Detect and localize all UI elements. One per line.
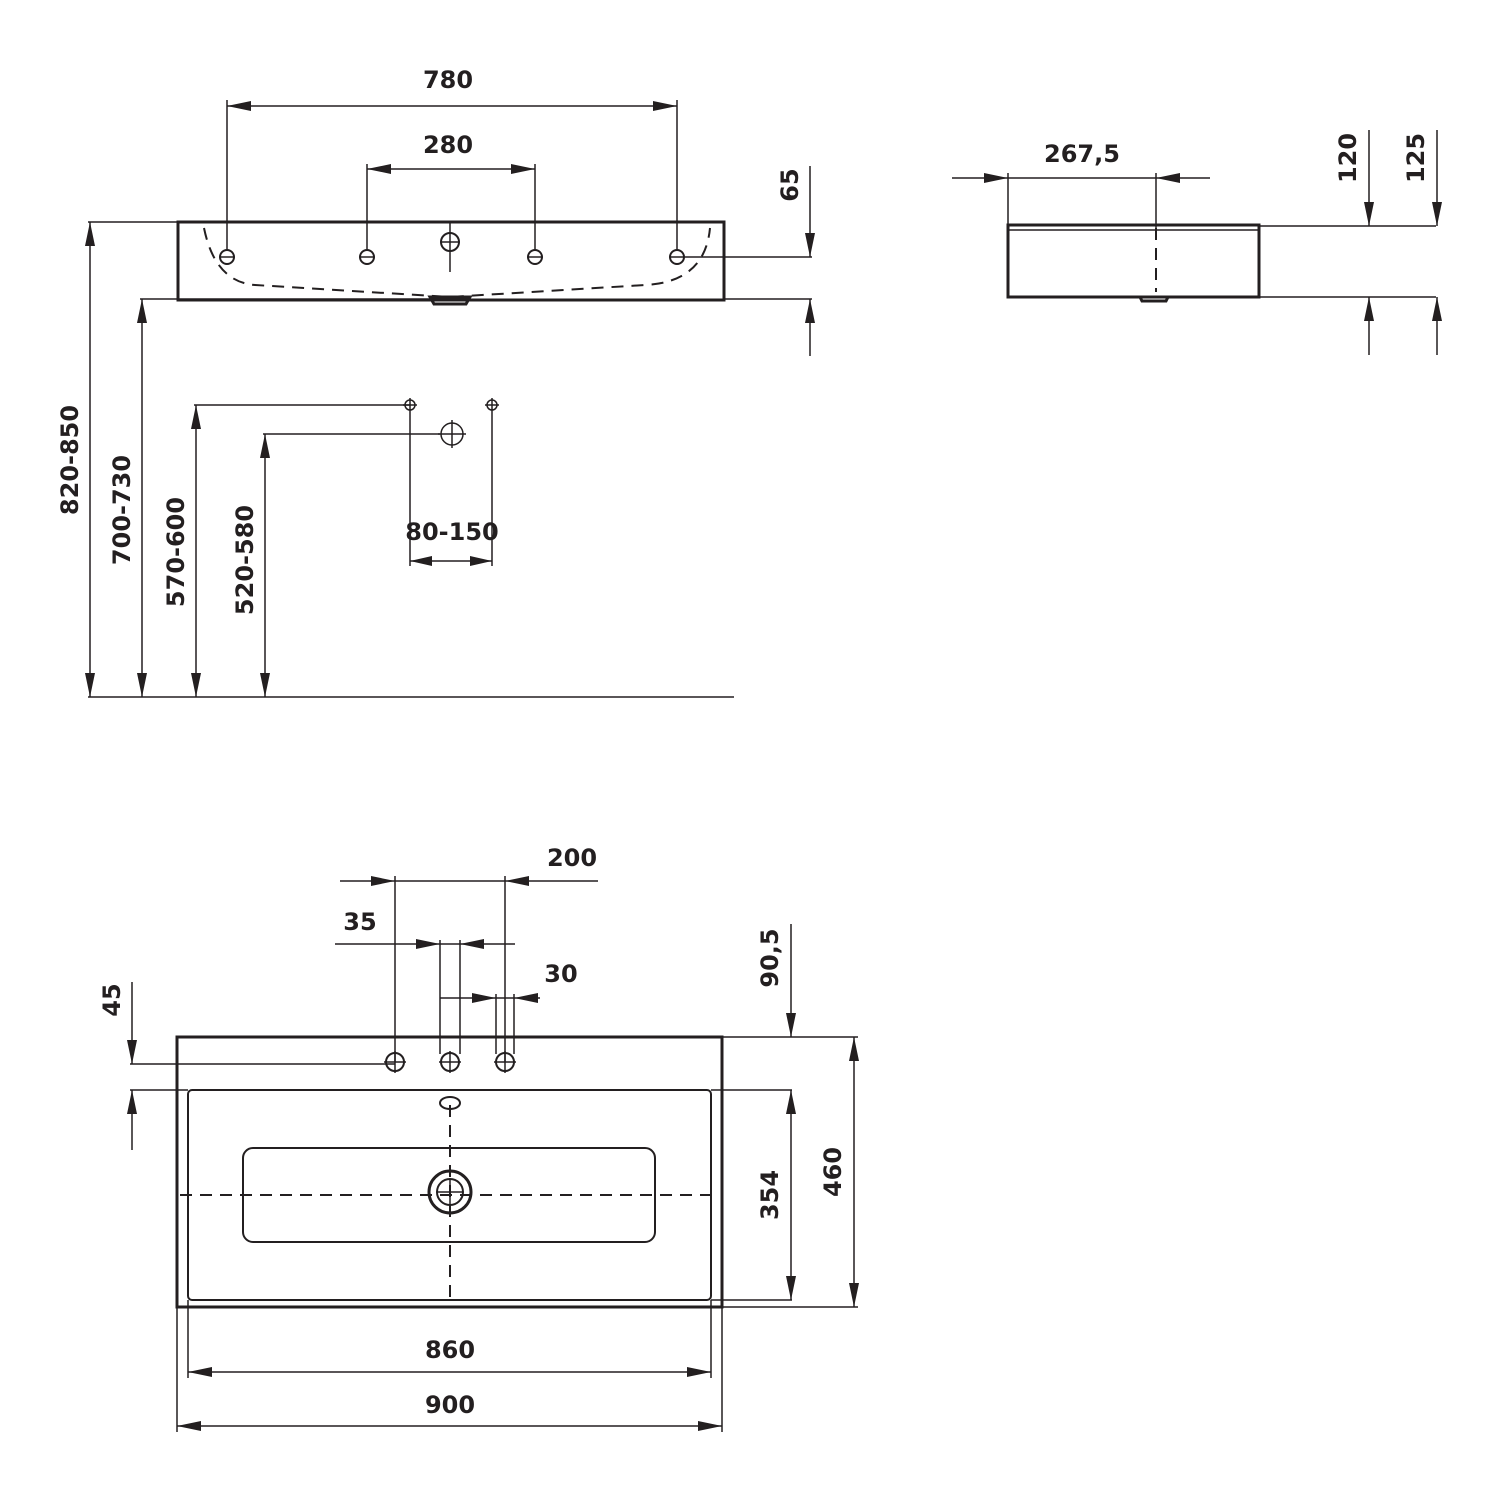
dim-267-5: 267,5 [952,140,1210,228]
dim-280-label: 280 [423,131,473,159]
drain-connection-icon [438,420,466,448]
dim-780: 780 [226,66,678,250]
water-supply-right-icon [485,398,499,412]
dim-570-600-label: 570-600 [162,497,190,607]
dim-820-850: 820-850 [56,221,178,697]
dim-570-600: 570-600 [162,404,410,697]
dim-65: 65 [685,166,815,356]
overflow-hole [440,222,460,272]
dim-35: 35 [335,908,515,1054]
dim-460-label: 460 [819,1147,847,1197]
dim-90-5-label: 90,5 [756,928,784,987]
bowl-hidden-line [203,227,711,299]
water-supply-left-icon [403,398,417,412]
dim-120: 120 [1334,130,1374,355]
dim-65-label: 65 [776,168,804,201]
dim-860: 860 [187,1300,712,1378]
dim-520-580-label: 520-580 [231,505,259,615]
dim-700-730-label: 700-730 [108,455,136,565]
dim-860-label: 860 [425,1336,475,1364]
basin-front-outline [176,220,726,302]
dim-900: 900 [176,1307,723,1432]
dim-35-label: 35 [343,908,376,936]
dim-80-150: 80-150 [405,412,499,566]
dim-780-label: 780 [423,66,473,94]
dim-460: 460 [722,1037,859,1308]
dim-520-580: 520-580 [231,433,440,697]
dim-90-5: 90,5 [711,924,858,1091]
dim-354-label: 354 [756,1170,784,1220]
dim-45-label: 45 [98,983,126,1016]
dim-700-730: 700-730 [108,298,430,697]
basin-side-outline [1006,223,1261,299]
drain-icon [427,1169,473,1215]
dim-900-label: 900 [425,1391,475,1419]
top-tap-hole-center [439,1051,461,1073]
dim-280: 280 [366,131,536,250]
basin-top-outline [175,1035,724,1309]
dim-820-850-label: 820-850 [56,405,84,515]
top-view: 200 35 30 45 [98,844,859,1432]
overflow-icon [439,1096,461,1110]
side-view: 267,5 120 125 [952,130,1442,355]
dim-125-label: 125 [1402,133,1430,183]
dim-80-150-label: 80-150 [405,518,498,546]
dim-120-label: 120 [1334,133,1362,183]
tap-hole-4 [669,249,685,265]
dim-200: 200 [340,844,598,1062]
dim-354: 354 [711,1090,796,1301]
tap-hole-3 [527,249,543,265]
dim-200-label: 200 [547,844,597,872]
drain-outlet [427,295,473,306]
dim-30: 30 [440,960,578,1054]
dim-45: 45 [98,982,395,1150]
tap-hole-2 [359,249,375,265]
dim-267-5-label: 267,5 [1044,140,1120,168]
front-view: 780 280 65 820-850 [56,66,815,698]
dim-125: 125 [1402,130,1442,355]
tap-hole-1 [219,249,235,265]
dim-30-label: 30 [544,960,577,988]
